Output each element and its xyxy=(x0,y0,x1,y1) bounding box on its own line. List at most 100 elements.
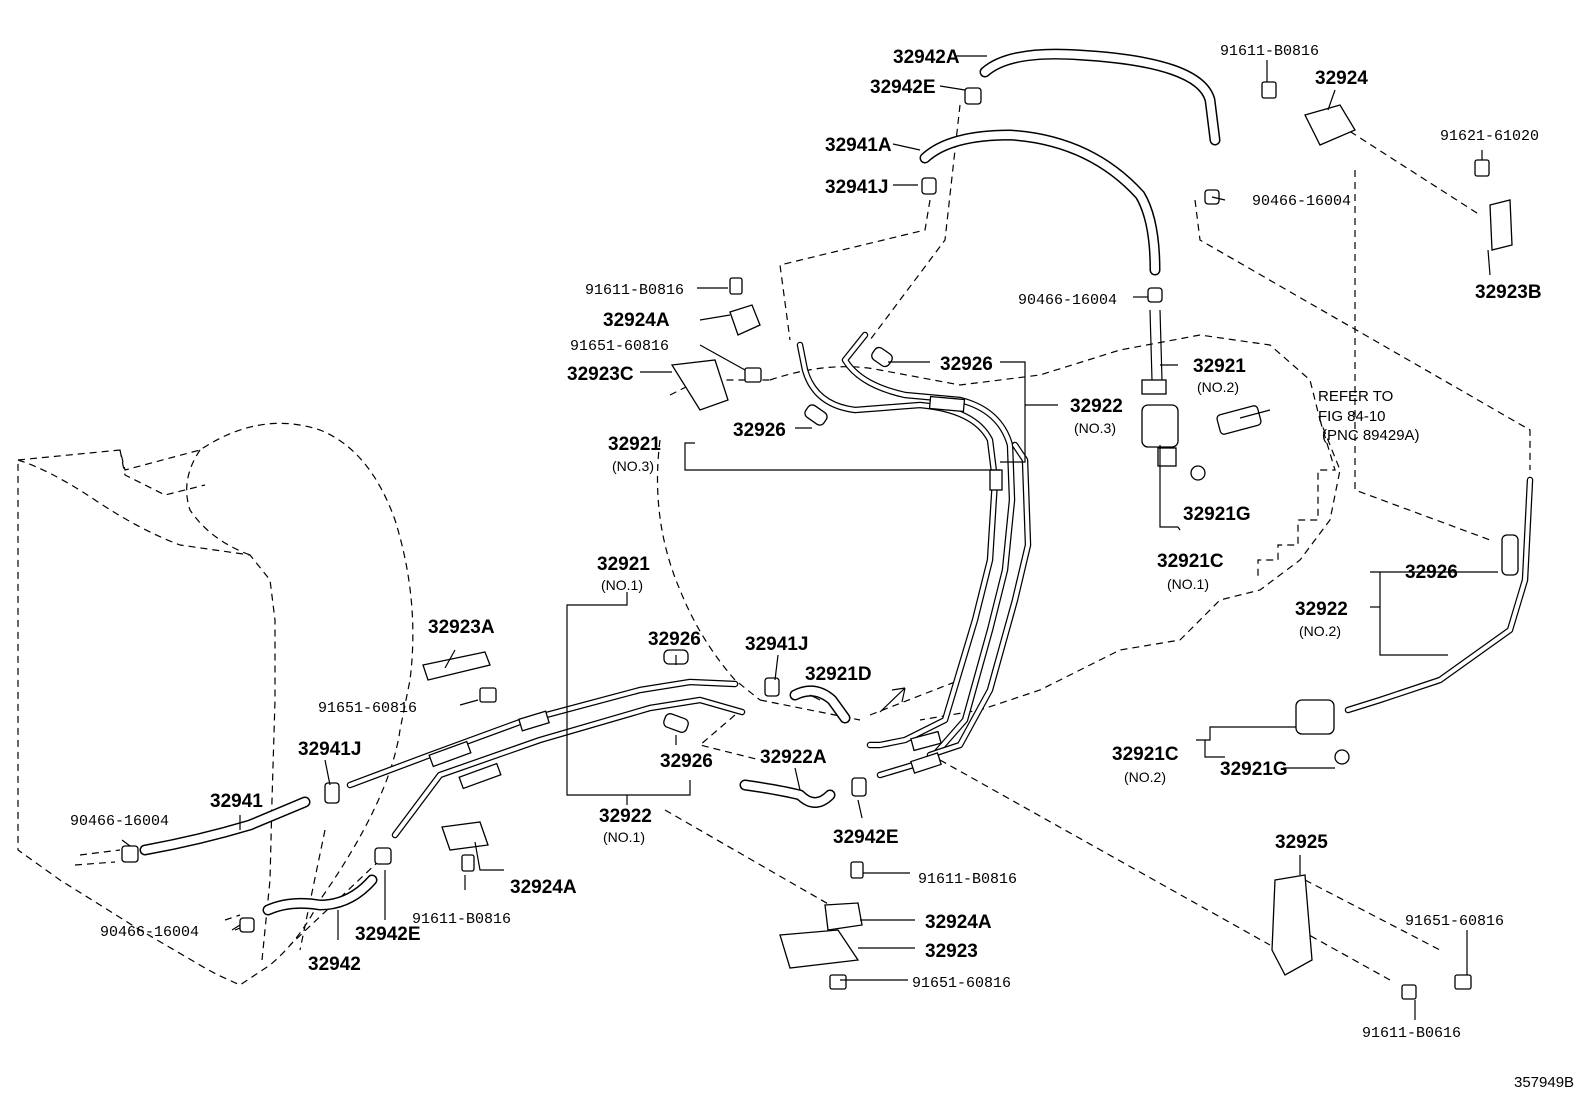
label-91611-B0616: 91611-B0616 xyxy=(1362,1025,1461,1042)
clamp xyxy=(239,917,255,933)
part-labels: 32942A 32942E 32941A 32941J 91611-B0816 … xyxy=(70,43,1542,1042)
bracket xyxy=(1489,199,1513,251)
label-32921G: 32921G xyxy=(1183,504,1251,525)
sublabel-no3: (NO.3) xyxy=(612,458,654,474)
label-32924: 32924 xyxy=(1315,68,1368,89)
sublabel-no2: (NO.2) xyxy=(1299,623,1341,639)
fuel-tank-outline xyxy=(17,422,414,986)
figure-id: 357949B xyxy=(1514,1074,1574,1091)
label-91621-61020: 91621-61020 xyxy=(1440,128,1539,145)
refer-line-1: REFER TO xyxy=(1318,388,1393,405)
label-91651-60816: 91651-60816 xyxy=(570,338,669,355)
hose-piece xyxy=(804,404,828,426)
small-parts xyxy=(121,81,1519,1000)
label-32926: 32926 xyxy=(1405,562,1458,583)
bolt xyxy=(729,277,743,295)
label-32942E: 32942E xyxy=(355,924,421,945)
hoses xyxy=(139,48,1221,916)
sublabel-no1: (NO.1) xyxy=(1167,576,1209,592)
label-32925: 32925 xyxy=(1275,832,1328,853)
label-90466-16004: 90466-16004 xyxy=(1252,193,1351,210)
clamp xyxy=(764,677,780,697)
label-32921C: 32921C xyxy=(1112,744,1179,765)
label-32942: 32942 xyxy=(308,954,361,975)
label-91651-60816: 91651-60816 xyxy=(318,700,417,717)
label-32924A: 32924A xyxy=(603,310,670,331)
sensor xyxy=(1216,405,1262,435)
bolt xyxy=(1261,81,1277,99)
label-32923B: 32923B xyxy=(1475,282,1542,303)
hose-piece xyxy=(1501,534,1519,576)
label-32941: 32941 xyxy=(210,791,263,812)
clamp xyxy=(851,777,867,797)
label-32921C: 32921C xyxy=(1157,551,1224,572)
fuel-tube-connector xyxy=(1295,699,1335,735)
label-32941A: 32941A xyxy=(825,135,892,156)
label-32921D: 32921D xyxy=(805,664,872,685)
bracket xyxy=(441,821,489,851)
label-32921: 32921 xyxy=(597,554,650,575)
leader-lines xyxy=(121,55,1498,1020)
sublabel-no1: (NO.1) xyxy=(601,577,643,593)
label-32941J: 32941J xyxy=(825,177,888,198)
label-32926: 32926 xyxy=(660,751,713,772)
label-91611-B0816: 91611-B0816 xyxy=(585,282,684,299)
clamp xyxy=(374,847,392,865)
sublabel-no2: (NO.2) xyxy=(1124,769,1166,785)
label-91611-B0816: 91611-B0816 xyxy=(412,911,511,928)
label-91611-B0816: 91611-B0816 xyxy=(1220,43,1319,60)
bolt xyxy=(1454,974,1472,990)
label-32926: 32926 xyxy=(733,420,786,441)
clamp xyxy=(964,87,982,105)
label-90466-16004: 90466-16004 xyxy=(70,813,169,830)
sublabel-no3: (NO.3) xyxy=(1074,420,1116,436)
refer-line-2: FIG 84-10 xyxy=(1318,408,1386,425)
refer-note: REFER TO FIG 84-10 (PNC 89429A) xyxy=(1318,388,1420,444)
main-fuel-pipes xyxy=(346,331,1534,839)
label-91651-60816: 91651-60816 xyxy=(1405,913,1504,930)
label-90466-16004: 90466-16004 xyxy=(100,924,199,941)
clamp xyxy=(921,177,937,195)
clamp xyxy=(121,845,139,863)
bracket xyxy=(729,304,761,336)
bracket xyxy=(670,359,729,411)
bolt xyxy=(850,861,864,879)
bolt xyxy=(829,974,847,990)
label-32924A: 32924A xyxy=(510,877,577,898)
bracket xyxy=(1304,104,1356,146)
bracket xyxy=(824,902,863,931)
bracket xyxy=(1271,874,1313,976)
hose-piece xyxy=(871,346,893,368)
bolt xyxy=(479,687,497,703)
label-91651-60816: 91651-60816 xyxy=(912,975,1011,992)
label-32922: 32922 xyxy=(599,806,652,827)
fuel-tube-connector xyxy=(1141,404,1179,448)
label-32941J: 32941J xyxy=(298,739,361,760)
refer-line-3: (PNC 89429A) xyxy=(1322,427,1420,444)
label-32941J: 32941J xyxy=(745,634,808,655)
label-32942E: 32942E xyxy=(833,827,899,848)
label-32921: 32921 xyxy=(608,434,661,455)
bolt xyxy=(1474,159,1490,177)
label-32921G: 32921G xyxy=(1220,759,1288,780)
label-32942A: 32942A xyxy=(893,47,960,68)
label-32922: 32922 xyxy=(1295,599,1348,620)
label-32923A: 32923A xyxy=(428,617,495,638)
bracket xyxy=(779,929,860,969)
sublabel-no2: (NO.2) xyxy=(1197,379,1239,395)
label-32926: 32926 xyxy=(648,629,701,650)
label-91611-B0816: 91611-B0816 xyxy=(918,871,1017,888)
label-32942E: 32942E xyxy=(870,77,936,98)
bracket xyxy=(422,651,491,681)
hose-piece xyxy=(663,713,689,733)
label-32922A: 32922A xyxy=(760,747,827,768)
label-90466-16004: 90466-16004 xyxy=(1018,292,1117,309)
label-32924A: 32924A xyxy=(925,912,992,933)
clamp xyxy=(324,782,340,804)
bolt xyxy=(461,854,475,872)
bolt xyxy=(1401,984,1417,1000)
label-32926: 32926 xyxy=(940,354,993,375)
label-32923C: 32923C xyxy=(567,364,634,385)
label-32923: 32923 xyxy=(925,941,978,962)
